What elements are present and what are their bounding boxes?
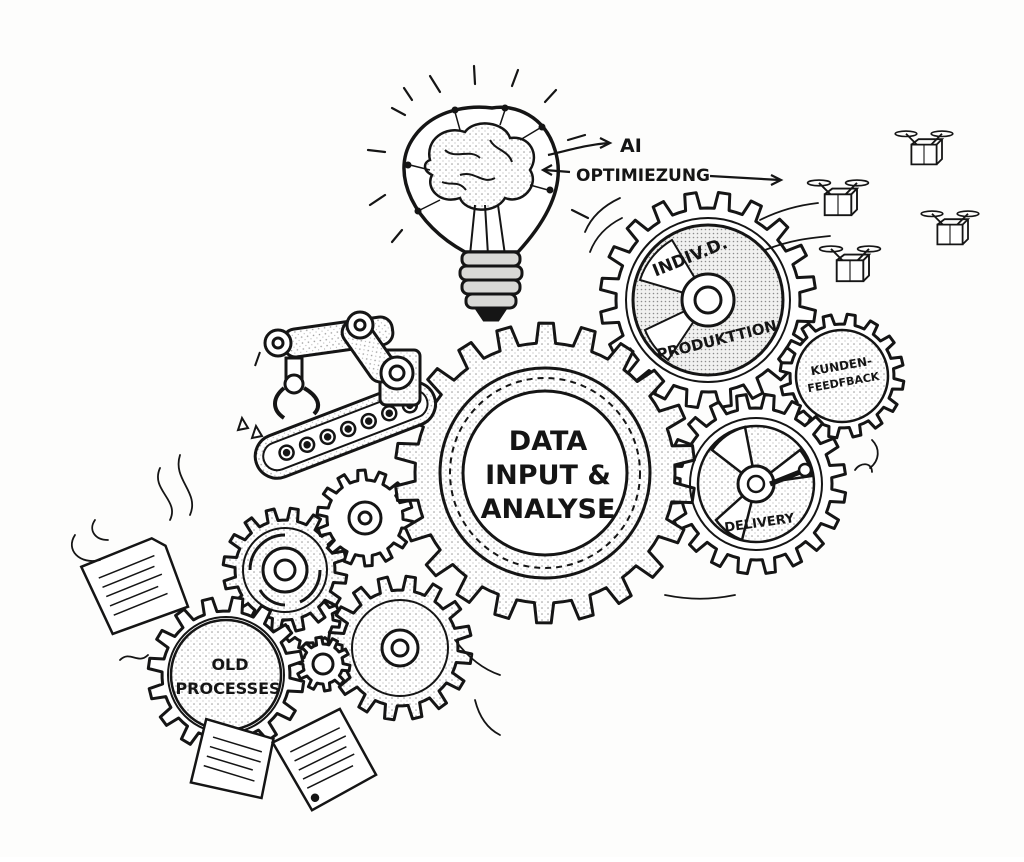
drone-icon (895, 131, 953, 164)
ai-optimization-label: OPTIMIEZUNG (576, 166, 710, 186)
ai-label: AI (620, 135, 642, 157)
delivery-drones (808, 131, 979, 281)
lightbulb-brain-icon (368, 66, 588, 320)
conveyor-roller-axle (365, 418, 371, 424)
conveyor-roller-axle (324, 434, 330, 440)
conveyor-roller-axle (345, 426, 351, 432)
conveyor-roller-axle (304, 442, 310, 448)
data-gear-label-1: DATA (509, 426, 588, 457)
data-gear-label-2: INPUT & (485, 460, 611, 491)
drone-icon (808, 180, 869, 215)
conveyor-roller-axle (283, 449, 289, 455)
old-gear-disc (171, 620, 281, 730)
data-gear-label-3: ANALYSE (481, 494, 616, 525)
drone-icon (820, 246, 881, 281)
conveyor-roller-axle (386, 410, 392, 416)
old-processes-label-2: PROCESSES (175, 679, 280, 698)
old-processes-label-1: OLD (211, 655, 248, 674)
drone-icon (921, 211, 979, 244)
